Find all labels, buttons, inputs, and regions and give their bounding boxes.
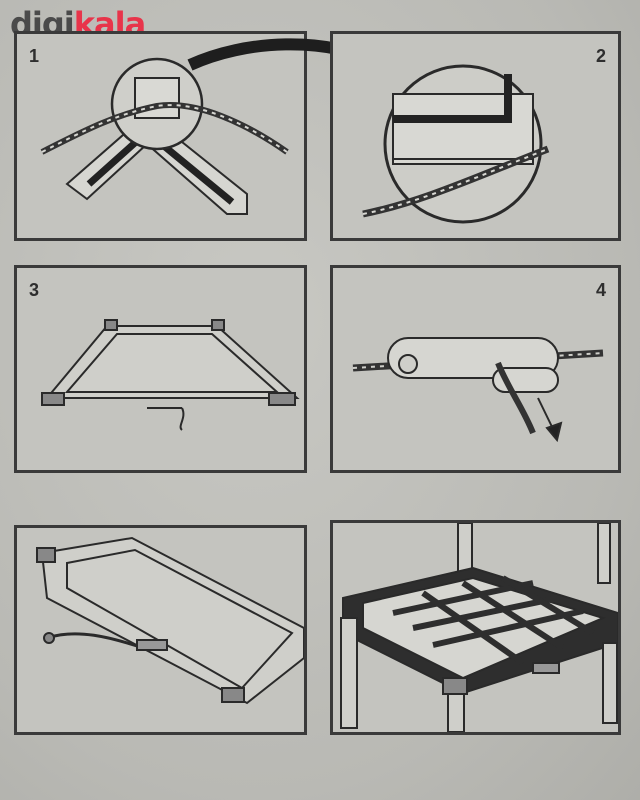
- woven-seat-illustration: [340, 523, 618, 732]
- step-6-panel: [330, 520, 621, 735]
- step-3-number: 3: [29, 280, 40, 300]
- step-2-number: 2: [595, 46, 606, 66]
- step-1-number: 1: [29, 46, 40, 66]
- magnified-slot-illustration: [362, 64, 550, 224]
- step-4-number: 4: [595, 280, 606, 300]
- frame-assembly-illustration: [41, 319, 300, 431]
- step-4-panel: 4: [330, 265, 621, 473]
- frame-tightening-illustration: [36, 536, 304, 705]
- step-2-panel: 2: [330, 31, 621, 241]
- corner-bracket-illustration: [40, 57, 289, 215]
- rope-knot-illustration: [352, 337, 604, 443]
- step-1-panel: 1: [14, 31, 307, 241]
- step-3-panel: 3: [14, 265, 307, 473]
- step-5-panel: [14, 525, 307, 735]
